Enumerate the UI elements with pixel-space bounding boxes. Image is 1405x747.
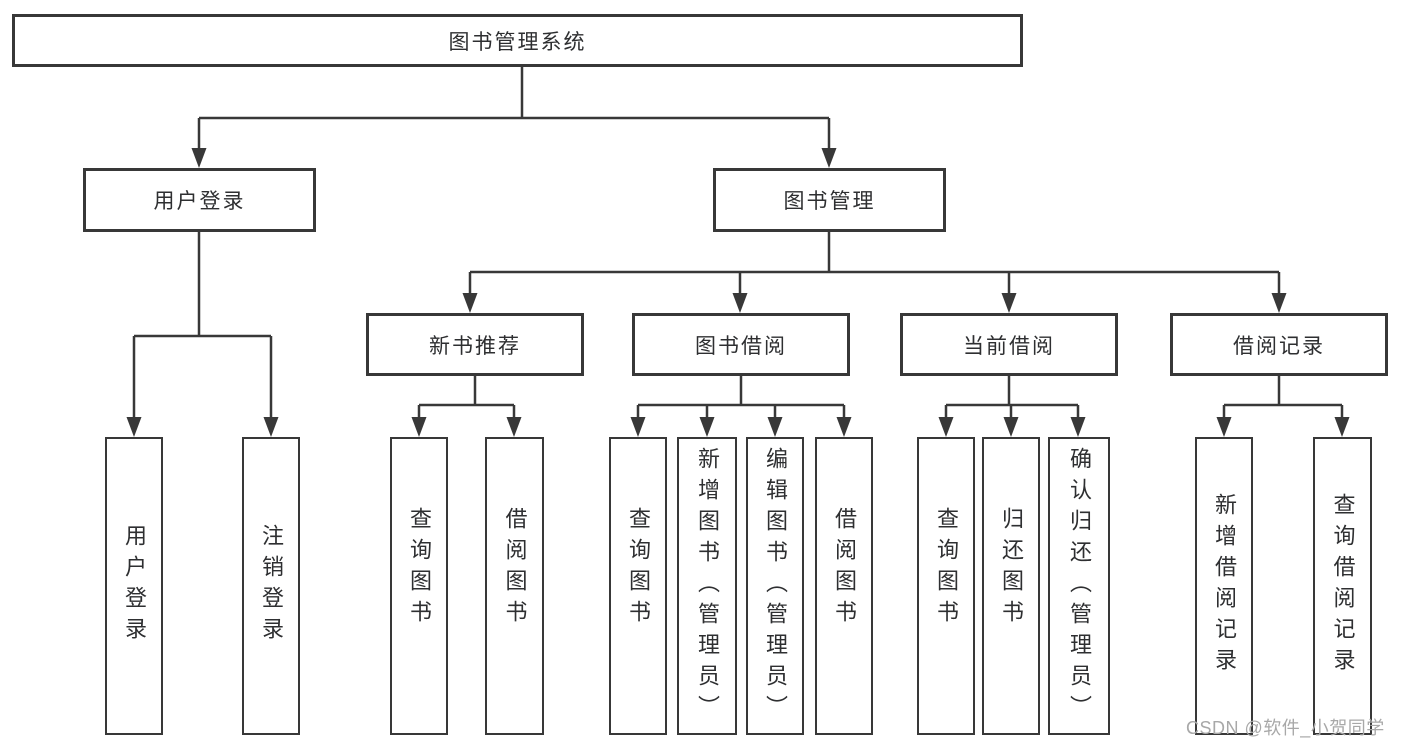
node-user-login: 用户登录 bbox=[83, 168, 316, 232]
node-book-management: 图书管理 bbox=[713, 168, 946, 232]
leaf-borrow-book-1: 借阅图书 bbox=[485, 437, 544, 735]
node-current-borrow: 当前借阅 bbox=[900, 313, 1118, 376]
leaf-query-book-3: 查询图书 bbox=[917, 437, 975, 735]
leaf-edit-book-admin: 编辑图书（管理员） bbox=[746, 437, 804, 735]
connector-user-login-children bbox=[132, 232, 273, 425]
node-borrow-records: 借阅记录 bbox=[1170, 313, 1388, 376]
connector-root-to-level2 bbox=[197, 67, 831, 156]
leaf-query-book-1: 查询图书 bbox=[390, 437, 448, 735]
connector-current-borrow-children bbox=[944, 374, 1080, 425]
connector-book-mgmt-children bbox=[468, 232, 1281, 301]
node-book-borrow: 图书借阅 bbox=[632, 313, 850, 376]
leaf-add-borrow-record: 新增借阅记录 bbox=[1195, 437, 1253, 735]
connector-book-borrow-children bbox=[636, 374, 846, 425]
leaf-confirm-return-admin: 确认归还（管理员） bbox=[1048, 437, 1110, 735]
leaf-query-book-2: 查询图书 bbox=[609, 437, 667, 735]
leaf-borrow-book-2: 借阅图书 bbox=[815, 437, 873, 735]
connector-borrow-records-children bbox=[1222, 374, 1344, 425]
connector-new-book-children bbox=[417, 374, 516, 425]
leaf-return-book: 归还图书 bbox=[982, 437, 1040, 735]
watermark: CSDN @软件_小贺同学 bbox=[1186, 718, 1385, 738]
leaf-logout: 注销登录 bbox=[242, 437, 300, 735]
leaf-user-login: 用户登录 bbox=[105, 437, 163, 735]
node-root-system: 图书管理系统 bbox=[12, 14, 1023, 67]
arrowheads bbox=[126, 148, 1350, 437]
leaf-add-book-admin: 新增图书（管理员） bbox=[677, 437, 737, 735]
leaf-query-borrow-record: 查询借阅记录 bbox=[1313, 437, 1372, 735]
node-new-book-recommend: 新书推荐 bbox=[366, 313, 584, 376]
